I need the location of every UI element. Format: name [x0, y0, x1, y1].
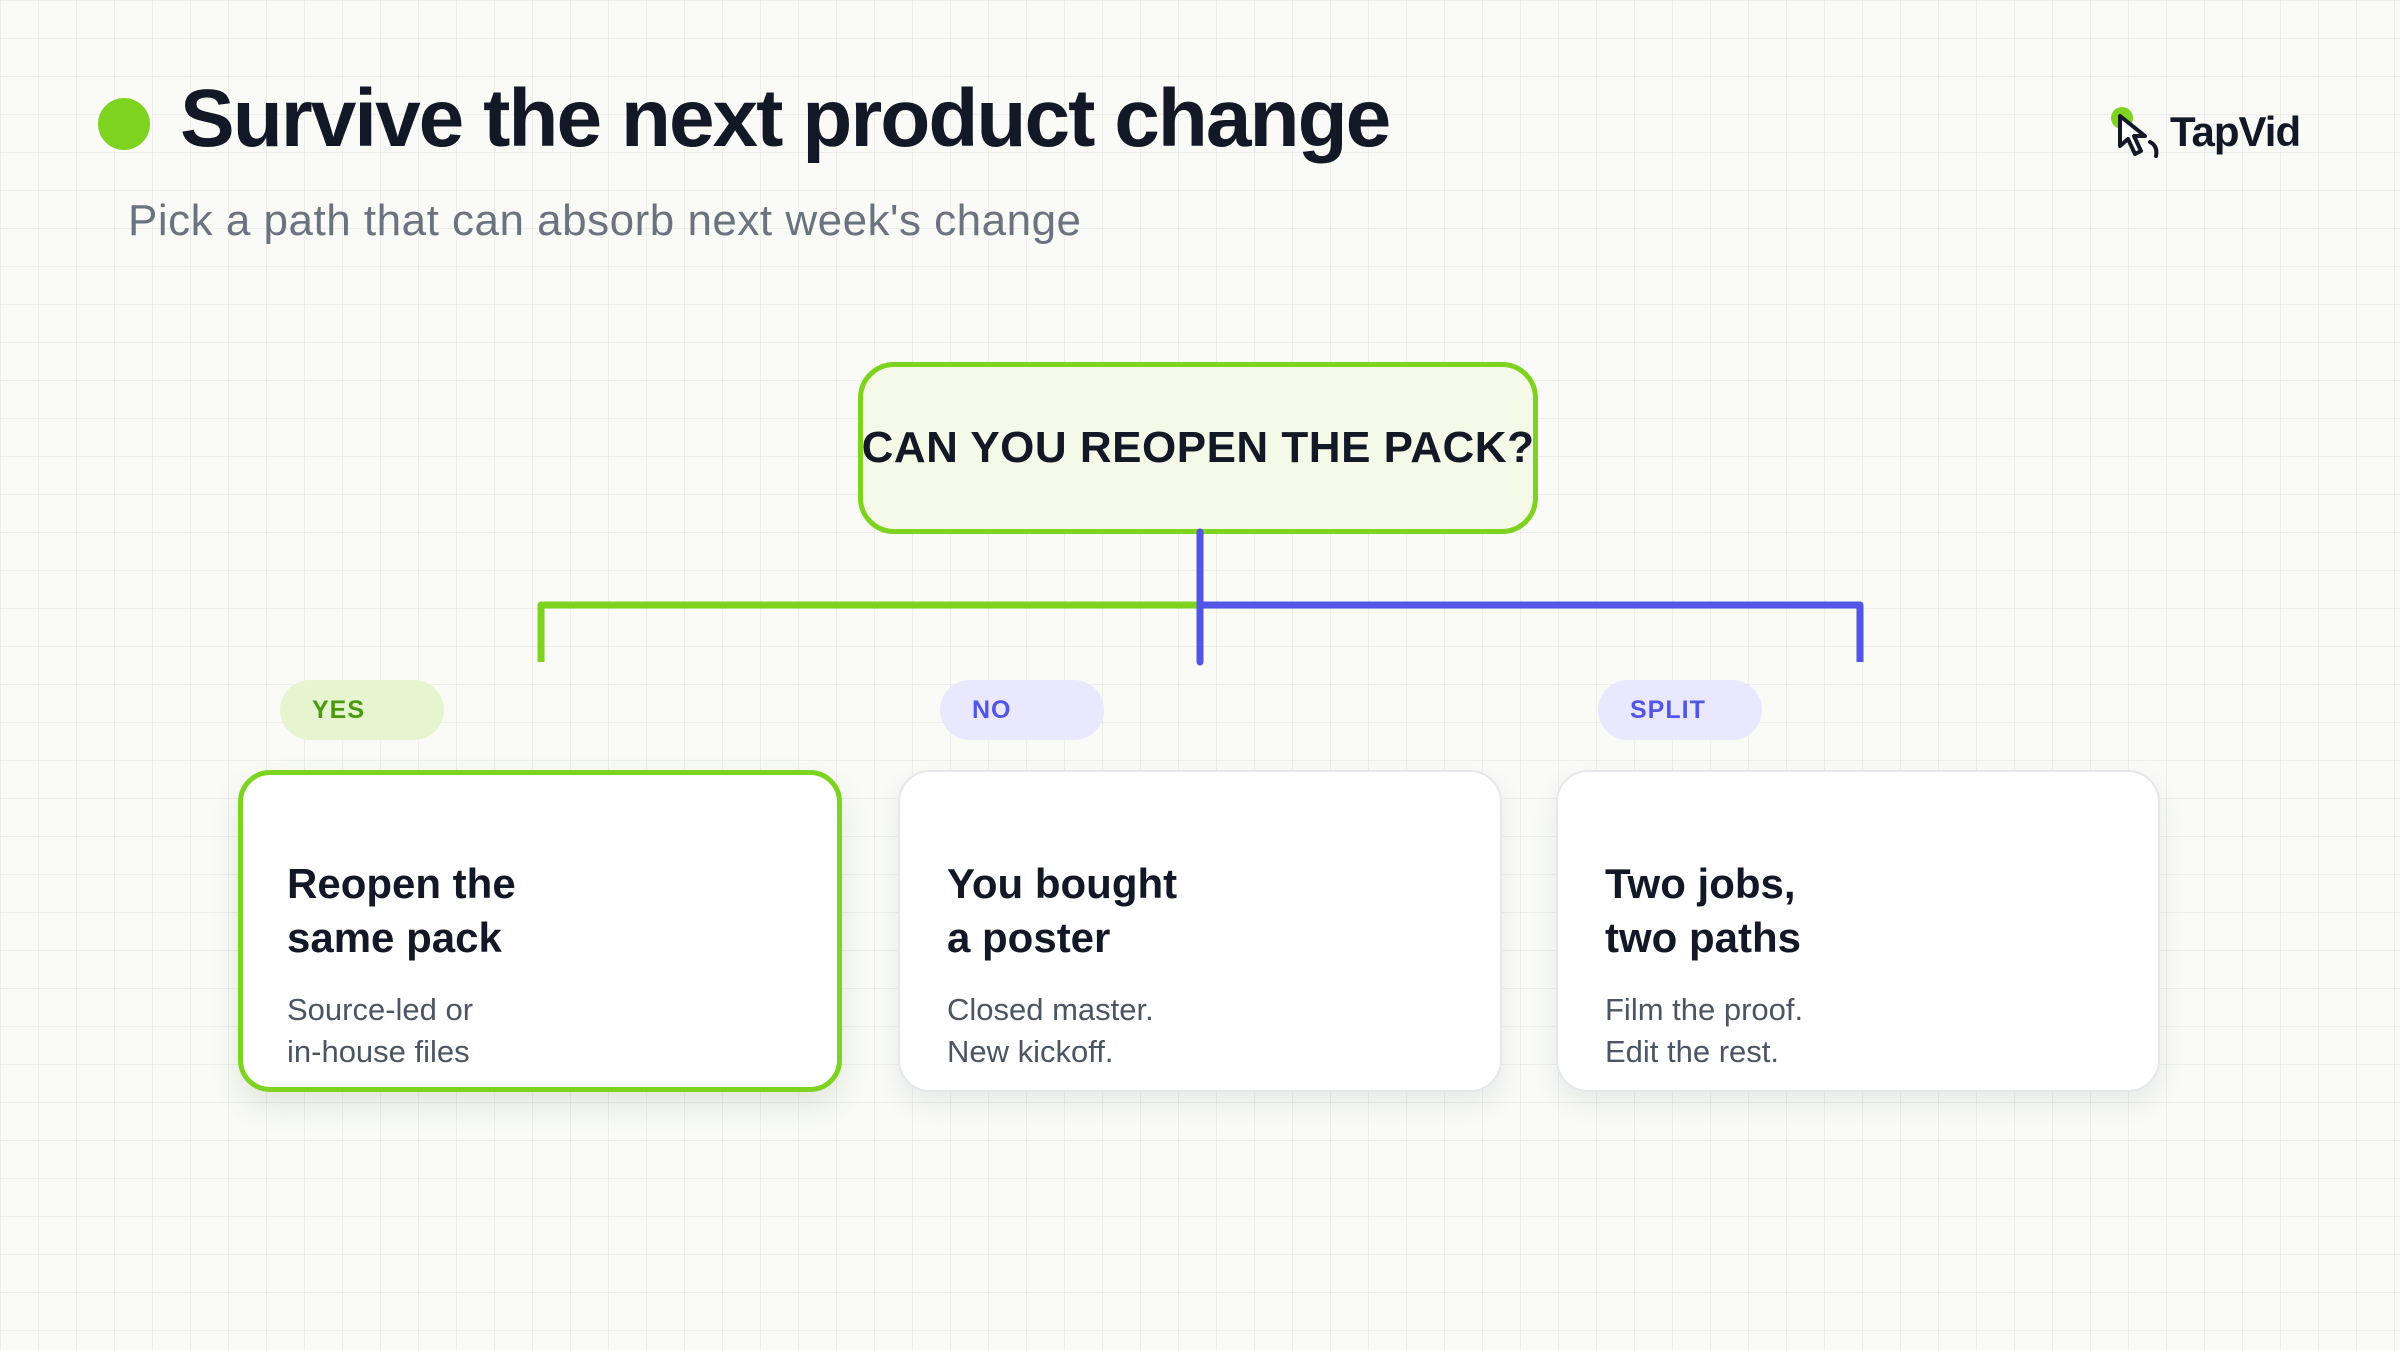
branch-pill-no: NO	[940, 680, 1104, 740]
card-body-line: New kickoff.	[947, 1034, 1114, 1069]
outcome-card-split: Two jobs, two paths Film the proof. Edit…	[1556, 770, 2160, 1092]
card-title-line: You bought	[947, 860, 1178, 907]
branch-pill-split: SPLIT	[1598, 680, 1762, 740]
card-body-line: Closed master.	[947, 992, 1154, 1027]
outcome-card-yes: Reopen the same pack Source-led or in-ho…	[238, 770, 842, 1092]
title-bullet-dot	[98, 98, 150, 150]
connector-yes	[537, 601, 1200, 662]
card-title-line: Two jobs,	[1605, 860, 1796, 907]
card-title: You bought a poster	[947, 857, 1500, 965]
card-title: Reopen the same pack	[287, 857, 837, 965]
outcome-card-no: You bought a poster Closed master. New k…	[898, 770, 1502, 1092]
page-title: Survive the next product change	[180, 73, 1391, 164]
card-title-line: Reopen the	[287, 860, 516, 907]
card-title-line: same pack	[287, 914, 502, 961]
card-body: Closed master. New kickoff.	[947, 989, 1500, 1073]
card-body: Source-led or in-house files	[287, 989, 837, 1073]
branch-pill-yes: YES	[280, 680, 444, 740]
card-title: Two jobs, two paths	[1605, 857, 2158, 965]
card-body-line: Film the proof.	[1605, 992, 1804, 1027]
card-title-line: a poster	[947, 914, 1111, 961]
card-body: Film the proof. Edit the rest.	[1605, 989, 2158, 1073]
logo-wordmark: TapVid	[2170, 108, 2301, 155]
card-body-line: Edit the rest.	[1605, 1034, 1780, 1069]
page-subtitle: Pick a path that can absorb next week's …	[128, 196, 1082, 245]
tapvid-logo: TapVid	[2106, 102, 2301, 162]
card-body-line: Source-led or	[287, 992, 474, 1027]
pointer-hand-icon	[2106, 102, 2168, 162]
connector-split	[1200, 601, 1864, 662]
card-body-line: in-house files	[287, 1034, 470, 1069]
card-title-line: two paths	[1605, 914, 1801, 961]
